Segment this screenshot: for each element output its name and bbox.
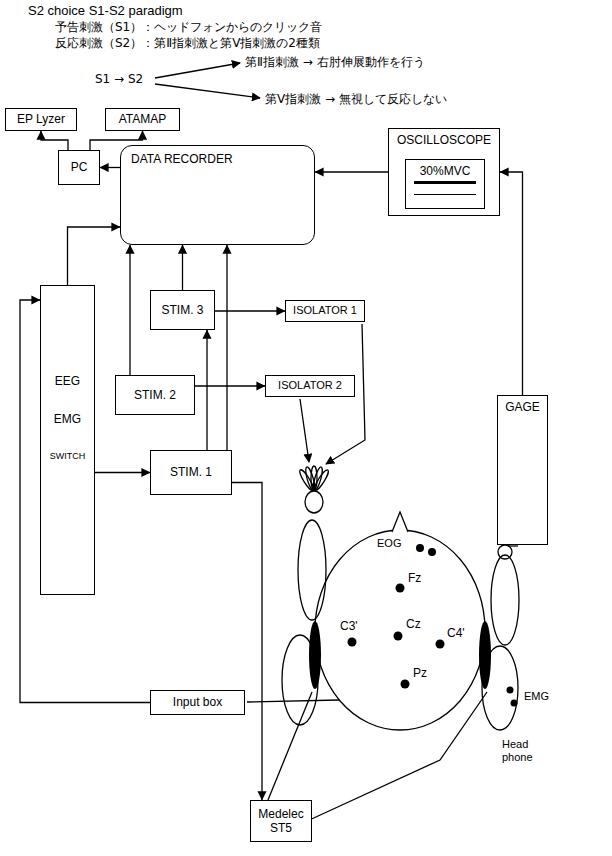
branch-arrow: [155, 63, 240, 78]
electrode: [396, 584, 405, 593]
headphone: [479, 621, 491, 689]
title: S2 choice S1-S2 paradigm: [28, 3, 183, 19]
node-label: DATA RECORDER: [131, 152, 233, 166]
headphone-wire: [268, 692, 312, 800]
stimulator-box: STIM. 1: [150, 450, 232, 495]
recorder-box: DATA RECORDER: [120, 145, 315, 245]
nose: [392, 512, 408, 532]
electrode: [401, 680, 410, 689]
input-box: Input box: [150, 690, 245, 715]
electrode-label: C3': [340, 619, 358, 633]
headphone-wire: [305, 692, 487, 822]
signal-arrow: [206, 330, 207, 450]
right-forearm: [491, 555, 519, 645]
left-forearm: [298, 520, 326, 620]
node-label: ATAMAP: [119, 112, 167, 126]
branch-arrow: [155, 84, 260, 98]
node-label: EP Lyzer: [17, 112, 65, 126]
signal-arrow: [232, 483, 262, 801]
node-label: STIM. 3: [161, 303, 203, 317]
node-label: Medelec ST5: [257, 807, 305, 836]
sequence-label: S1 → S2: [95, 72, 143, 86]
signal-arrow: [195, 385, 265, 386]
stimulus-lead: [300, 399, 309, 462]
signal-arrow: [129, 245, 130, 375]
branch-note: 第Ⅴ指刺激 → 無視して反応しない: [265, 92, 447, 106]
fingers: [298, 466, 331, 492]
electrode-label: EOG: [377, 537, 401, 550]
node-label: STIM. 2: [134, 388, 176, 402]
software-box: EP Lyzer: [5, 108, 77, 131]
electrode: [394, 632, 403, 641]
screen-box: 30%MVC: [405, 159, 485, 209]
node-label: OSCILLOSCOPE: [397, 133, 491, 147]
electrode-label: Fz: [408, 571, 421, 585]
electrode: [428, 548, 436, 556]
signal-arrow: [215, 310, 285, 311]
amplifier-box: EEG EMG SWITCH: [40, 285, 95, 595]
computer-box: PC: [58, 150, 100, 185]
node-label: ISOLATOR 2: [278, 379, 342, 392]
signal-arrow: [95, 472, 150, 473]
node-label: STIM. 1: [170, 465, 212, 479]
oscilloscope-box: OSCILLOSCOPE 30%MVC: [388, 128, 500, 216]
head-outline: [315, 530, 485, 730]
isolator-box: ISOLATOR 1: [285, 300, 365, 322]
node-label: Input box: [173, 695, 222, 709]
node-label: PC: [71, 160, 88, 174]
node-label: SWITCH: [50, 451, 86, 462]
electrode-label: Pz: [413, 666, 427, 680]
signal-arrow: [226, 245, 227, 450]
headphone: [309, 621, 321, 689]
electrode: [348, 638, 357, 647]
stimulus-note: 予告刺激（S1）：ヘッドフォンからのクリック音: [55, 20, 322, 34]
node-label: ISOLATOR 1: [293, 304, 357, 317]
node-label: 30%MVC: [420, 164, 471, 178]
electrode: [507, 687, 514, 694]
electrode: [511, 700, 518, 707]
left-hand: [305, 491, 323, 513]
signal-arrow: [182, 245, 183, 290]
stimulus-note: 反応刺激（S2）：第Ⅱ指刺激と第Ⅴ指刺激の2種類: [55, 36, 320, 50]
electrode-label: Cz: [406, 617, 421, 631]
electrode-label: C4': [447, 626, 465, 640]
electrode-label: EMG: [524, 690, 549, 703]
signal-arrow: [500, 172, 523, 395]
node-label: GAGE: [505, 400, 540, 414]
signal-arrow: [315, 171, 388, 172]
isolator-box: ISOLATOR 2: [265, 375, 355, 397]
electrode: [416, 544, 424, 552]
electrode: [436, 640, 445, 649]
node-label: EEG: [55, 374, 80, 388]
headphone-label: Head phone: [502, 738, 544, 764]
stimulator-box: STIM. 3: [150, 290, 215, 330]
right-hand: [498, 545, 512, 559]
signal-arrow: [41, 131, 68, 150]
stimulator-box: STIM. 2: [115, 375, 195, 415]
signal-arrow: [100, 167, 120, 168]
branch-note: 第Ⅱ指刺激 → 右肘伸展動作を行う: [245, 55, 425, 69]
gage-link: [508, 545, 518, 546]
gage-box: GAGE: [497, 395, 548, 545]
electrodes: [309, 544, 518, 707]
node-label: EMG: [54, 412, 81, 426]
stimulator-box: Medelec ST5: [250, 800, 312, 842]
target-bar: [414, 181, 476, 184]
electrode-lead: [247, 700, 339, 702]
force-trace: [414, 194, 476, 195]
signal-arrow: [68, 227, 121, 285]
software-box: ATAMAP: [105, 108, 180, 131]
